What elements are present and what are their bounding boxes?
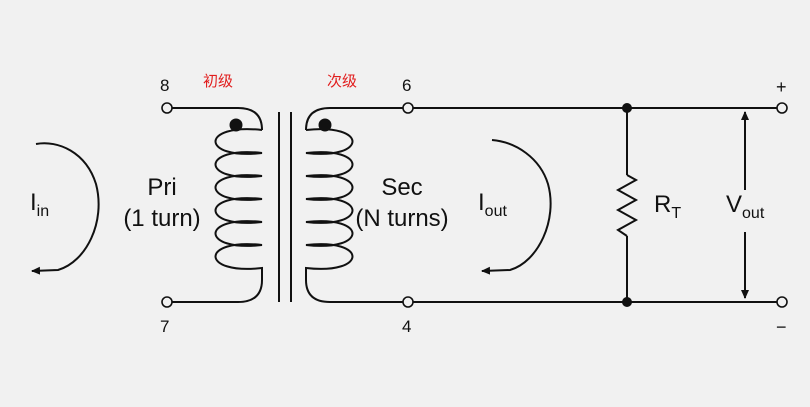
label-terminal-8: 8	[160, 76, 169, 95]
primary-top-lead	[172, 107, 263, 131]
secondary-bottom-lead	[305, 279, 404, 303]
terminal-6	[402, 102, 414, 114]
label-terminal-4: 4	[402, 317, 411, 336]
primary-wiring	[172, 107, 263, 303]
primary-polarity-dot	[229, 118, 243, 132]
terminal-7	[161, 296, 173, 308]
terminals	[161, 102, 788, 308]
primary-name: Pri	[147, 174, 176, 201]
primary-coil	[214, 128, 263, 280]
transformer-core	[278, 112, 292, 302]
annotation-secondary: 次级	[327, 72, 357, 90]
primary-turns: (1 turn)	[123, 205, 200, 232]
junction-dot-bottom	[622, 297, 632, 307]
junction-dot-top	[622, 103, 632, 113]
vout-label: Vout	[726, 191, 765, 222]
label-terminal-6: 6	[402, 76, 411, 95]
terminal-4	[402, 296, 414, 308]
primary-bottom-lead	[172, 279, 263, 303]
terminal-minus	[776, 296, 788, 308]
secondary-wiring	[305, 107, 777, 303]
terminal-plus	[776, 102, 788, 114]
secondary-name: Sec	[381, 174, 422, 201]
label-plus: +	[776, 77, 787, 97]
current-out-arc	[481, 139, 552, 275]
label-minus: −	[776, 317, 787, 337]
current-in-label: Iin	[30, 189, 49, 220]
secondary-coil	[305, 128, 354, 280]
current-in-arc	[31, 142, 100, 275]
secondary-polarity-dot	[318, 118, 332, 132]
secondary-top-lead	[305, 107, 404, 131]
annotation-primary: 初级	[203, 72, 233, 90]
secondary-turns: (N turns)	[355, 205, 448, 232]
resistor-rt	[615, 103, 639, 307]
terminal-8	[161, 102, 173, 114]
label-terminal-7: 7	[160, 317, 169, 336]
resistor-label: RT	[654, 191, 681, 222]
current-out-label: Iout	[478, 189, 507, 220]
